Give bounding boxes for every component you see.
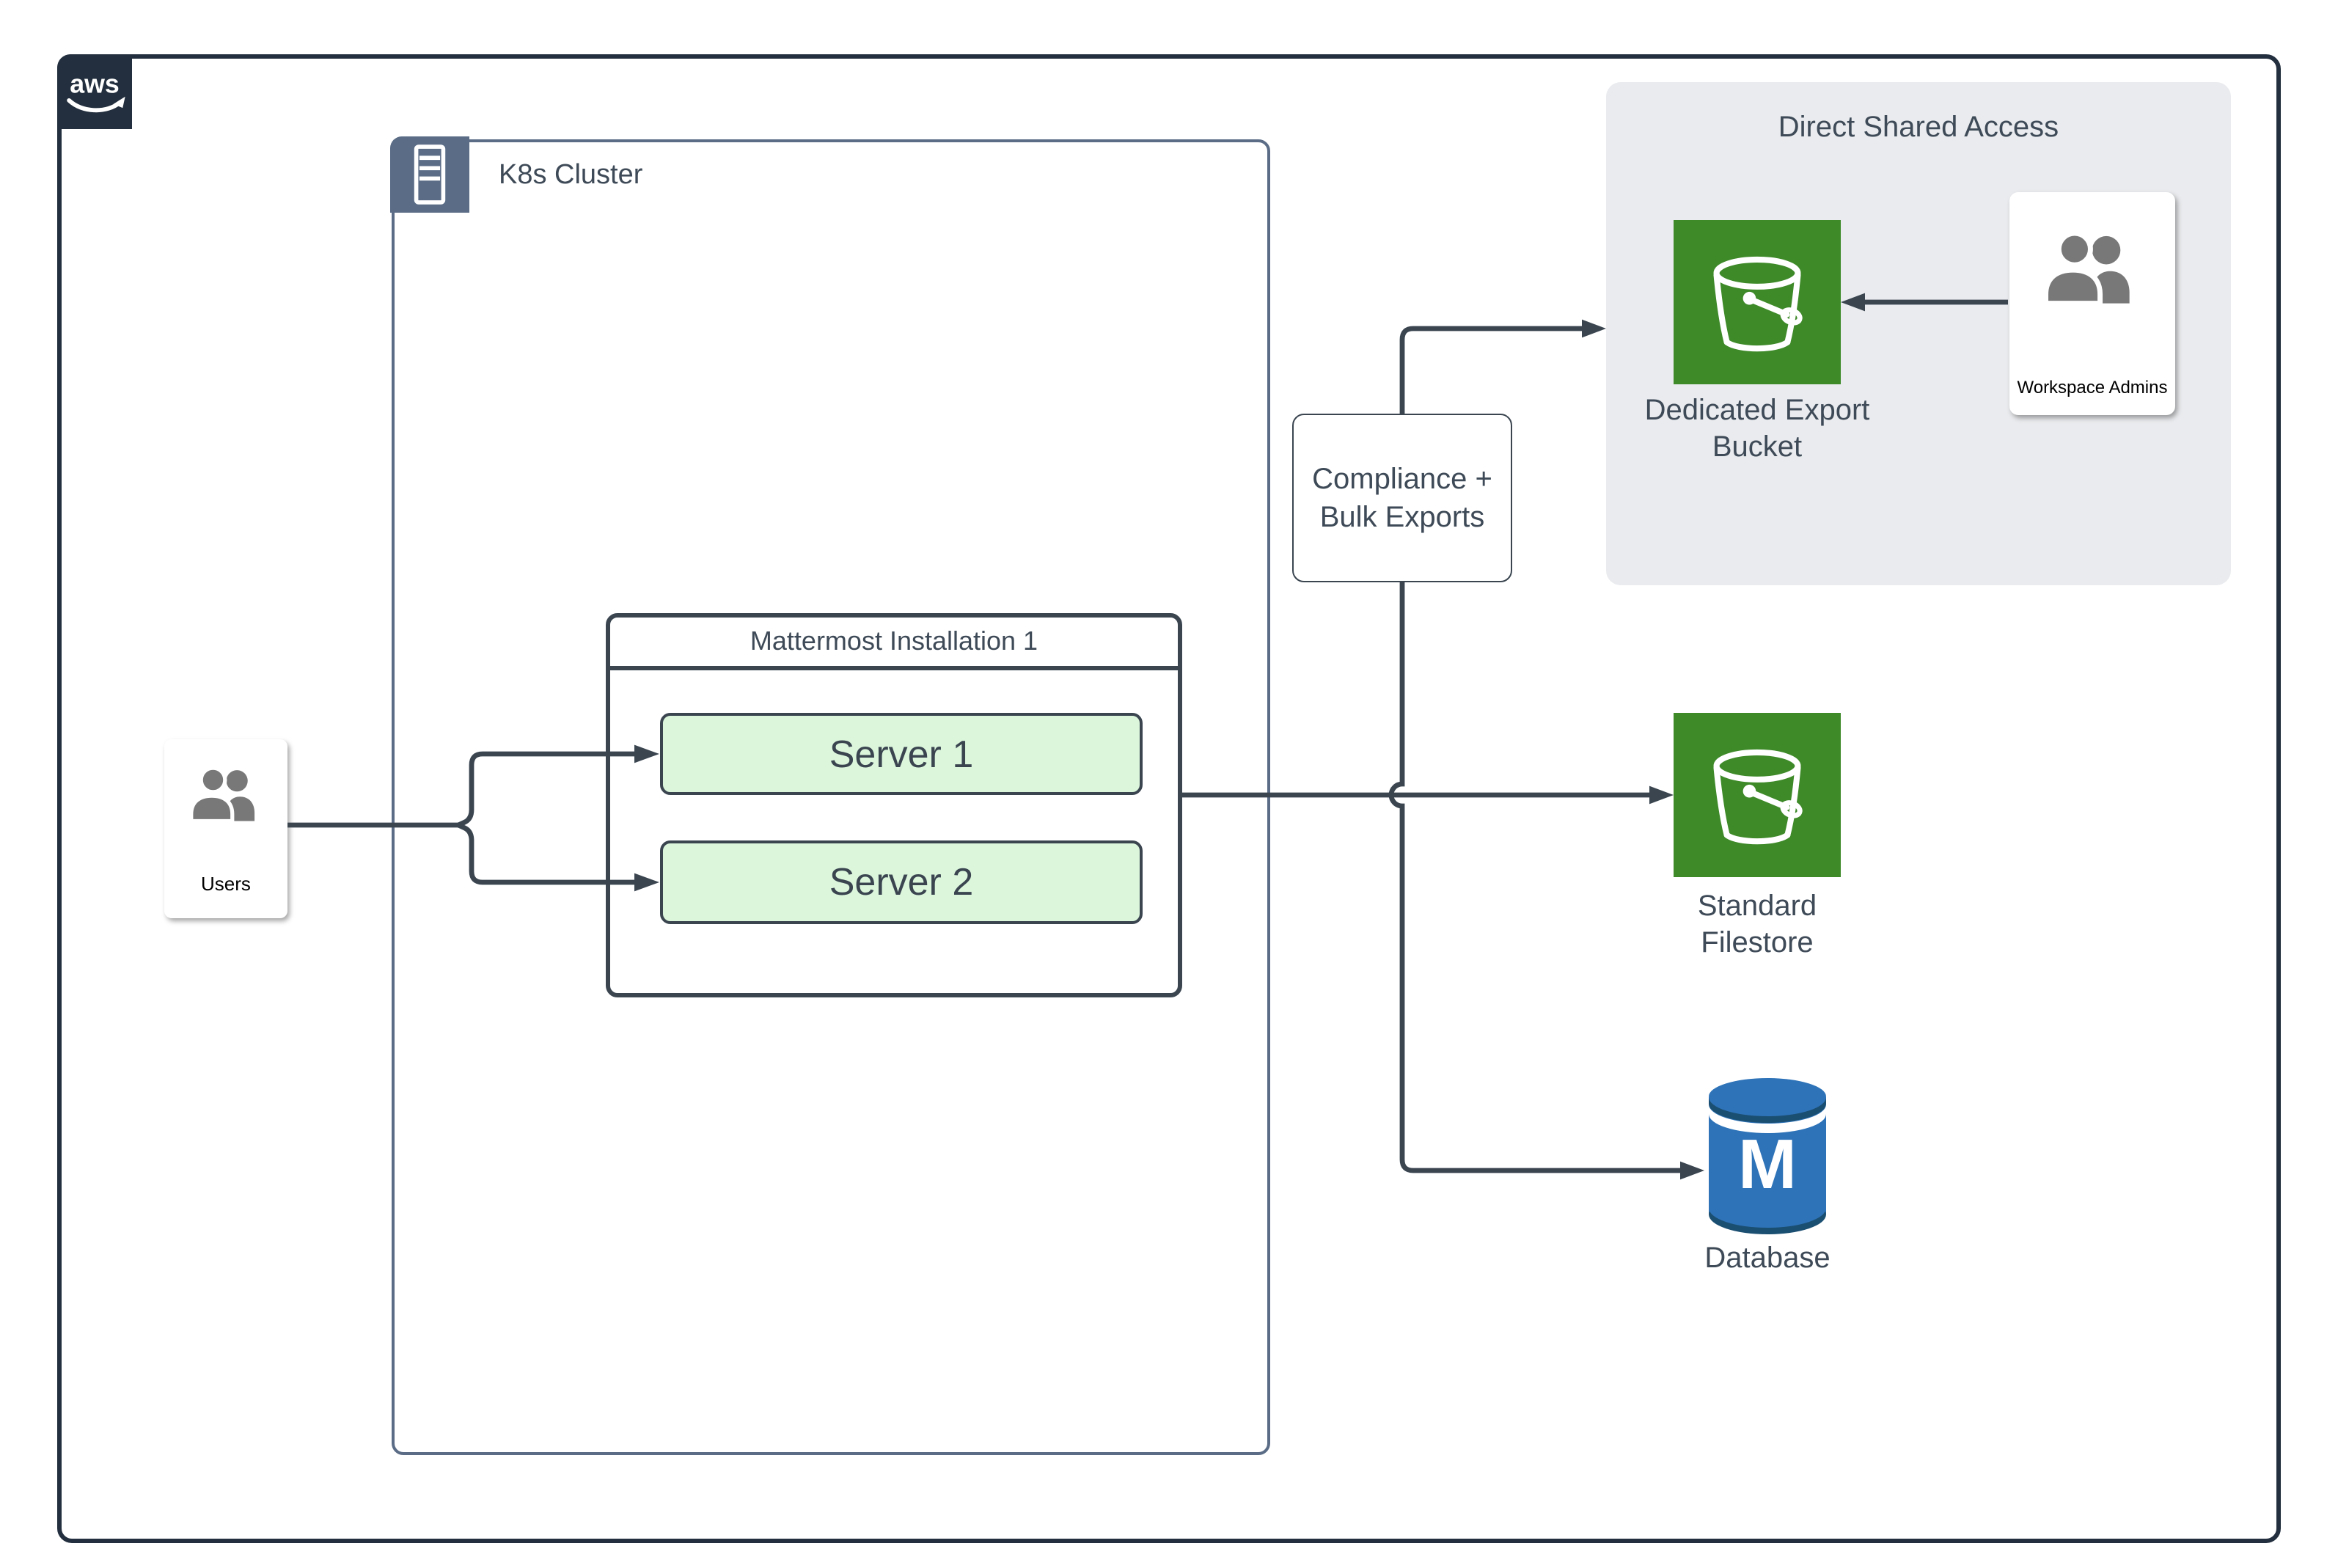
server-rack-icon xyxy=(414,144,446,205)
compliance-line2: Bulk Exports xyxy=(1319,501,1485,533)
dedicated-export-bucket-label-line1: Dedicated Export xyxy=(1644,395,1870,427)
mattermost-installation-box: Mattermost Installation 1 xyxy=(606,613,1182,997)
fork-brace xyxy=(452,751,635,885)
arrowhead-admins-to-bucket xyxy=(1841,293,1865,312)
arrowhead-server1 xyxy=(634,744,659,763)
aws-logo-text: aws xyxy=(70,70,119,99)
arrowhead-server2 xyxy=(634,873,659,892)
compliance-line1: Compliance + xyxy=(1312,463,1492,495)
standard-filestore-label-line1: Standard xyxy=(1697,890,1817,923)
k8s-cluster-badge xyxy=(390,136,469,213)
aws-boundary xyxy=(57,54,2281,1543)
standard-filestore-tile xyxy=(1674,713,1841,877)
arrowhead-export-bucket xyxy=(1582,319,1606,338)
dedicated-export-bucket-label: Dedicated Export Bucket xyxy=(1588,393,1926,466)
direct-shared-access-title: Direct Shared Access xyxy=(1778,111,2059,144)
workspace-admins-icon xyxy=(2043,230,2130,307)
junction-vertical-line xyxy=(1388,326,1680,1173)
aws-logo: aws xyxy=(57,54,132,129)
workspace-admins-card: Workspace Admins xyxy=(2009,192,2175,415)
compliance-bulk-exports-node: Compliance + Bulk Exports xyxy=(1292,414,1512,582)
standard-filestore-label-line2: Filestore xyxy=(1701,927,1814,959)
database-monogram: M xyxy=(1738,1125,1797,1204)
dedicated-export-bucket-tile xyxy=(1674,220,1841,384)
s3-bucket-icon xyxy=(1713,256,1803,352)
users-card: Users xyxy=(164,739,287,918)
workspace-admins-label: Workspace Admins xyxy=(2017,377,2168,398)
database-icon: M xyxy=(1709,1078,1826,1234)
standard-filestore-label: Standard Filestore xyxy=(1593,889,1921,962)
mattermost-installation-title: Mattermost Installation 1 xyxy=(610,618,1178,670)
server-1-node: Server 1 xyxy=(660,713,1143,795)
server-2-label: Server 2 xyxy=(829,860,974,904)
s3-bucket-icon xyxy=(1713,749,1803,845)
k8s-cluster-label: K8s Cluster xyxy=(499,160,643,191)
database-label: Database xyxy=(1704,1242,1831,1275)
arrowhead-database xyxy=(1680,1161,1704,1180)
arrowhead-filestore xyxy=(1649,785,1674,805)
dedicated-export-bucket-label-line2: Bucket xyxy=(1712,431,1803,464)
aws-logo-icon: aws xyxy=(67,70,125,113)
users-icon xyxy=(189,766,255,824)
server-1-label: Server 1 xyxy=(829,731,974,775)
users-label: Users xyxy=(201,873,251,895)
server-2-node: Server 2 xyxy=(660,840,1143,924)
